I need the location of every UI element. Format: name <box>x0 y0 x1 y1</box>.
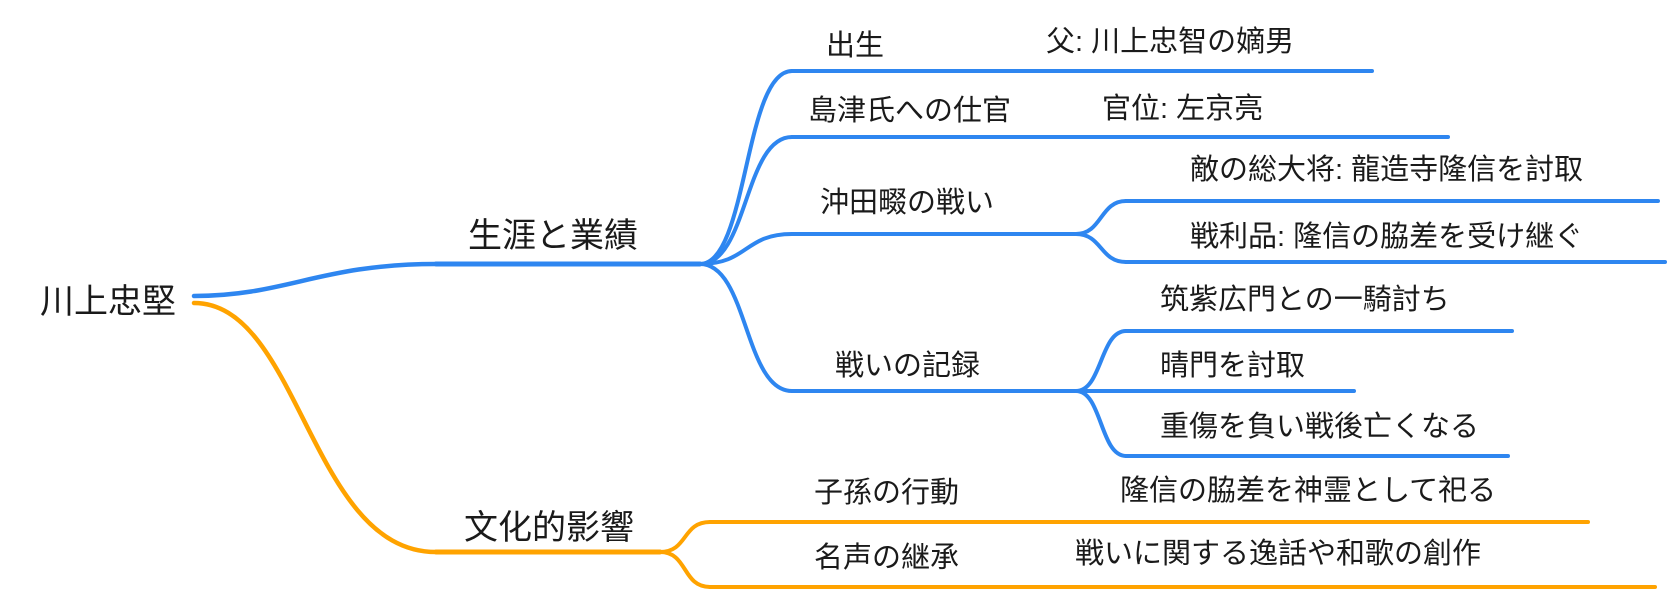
node-life-achievements[interactable]: 生涯と業績 <box>468 217 638 255</box>
link-root-to-life <box>191 261 439 299</box>
node-birth[interactable]: 出生 <box>826 30 885 62</box>
link-okitanawate-to-spoils <box>1074 232 1128 264</box>
node-anecdotes-waka[interactable]: 戦いに関する逸話や和歌の創作 <box>1075 538 1482 570</box>
node-cultural-impact[interactable]: 文化的影響 <box>464 509 634 547</box>
link-life-to-records <box>698 262 794 393</box>
node-single-combat[interactable]: 筑紫広門との一騎討ち <box>1160 284 1450 316</box>
node-harekado[interactable]: 晴門を討取 <box>1160 350 1306 382</box>
node-battle-records[interactable]: 戦いの記録 <box>835 350 981 382</box>
node-fatal-wound[interactable]: 重傷を負い戦後亡くなる <box>1160 411 1480 443</box>
link-culture-to-fame <box>658 550 712 589</box>
link-life-to-service <box>698 135 794 266</box>
branch-culture-links <box>191 300 1657 589</box>
link-records-to-wounded <box>1074 389 1128 458</box>
link-okitanawate-to-enemy <box>1074 199 1128 236</box>
node-spoils[interactable]: 戦利品: 隆信の脇差を受け継ぐ <box>1190 221 1584 253</box>
link-life-to-birth <box>698 69 794 266</box>
link-root-to-culture <box>191 300 439 555</box>
node-shimazu-service[interactable]: 島津氏への仕官 <box>808 95 1012 127</box>
node-enemy-general[interactable]: 敵の総大将: 龍造寺隆信を討取 <box>1190 154 1584 186</box>
node-father[interactable]: 父: 川上忠智の嫡男 <box>1046 26 1295 58</box>
link-records-to-duel <box>1074 329 1128 393</box>
node-enshrine-wakizashi[interactable]: 隆信の脇差を神霊として祀る <box>1120 475 1497 507</box>
node-root[interactable]: 川上忠堅 <box>40 283 176 321</box>
link-life-to-okitanawate <box>698 232 794 266</box>
node-descendants[interactable]: 子孫の行動 <box>814 477 960 509</box>
link-culture-to-descendants <box>658 520 712 554</box>
node-okitanawate[interactable]: 沖田畷の戦い <box>820 187 995 219</box>
node-fame-inheritance[interactable]: 名声の継承 <box>814 542 960 574</box>
branch-life-links <box>191 69 1667 458</box>
node-court-rank[interactable]: 官位: 左京亮 <box>1102 93 1264 125</box>
